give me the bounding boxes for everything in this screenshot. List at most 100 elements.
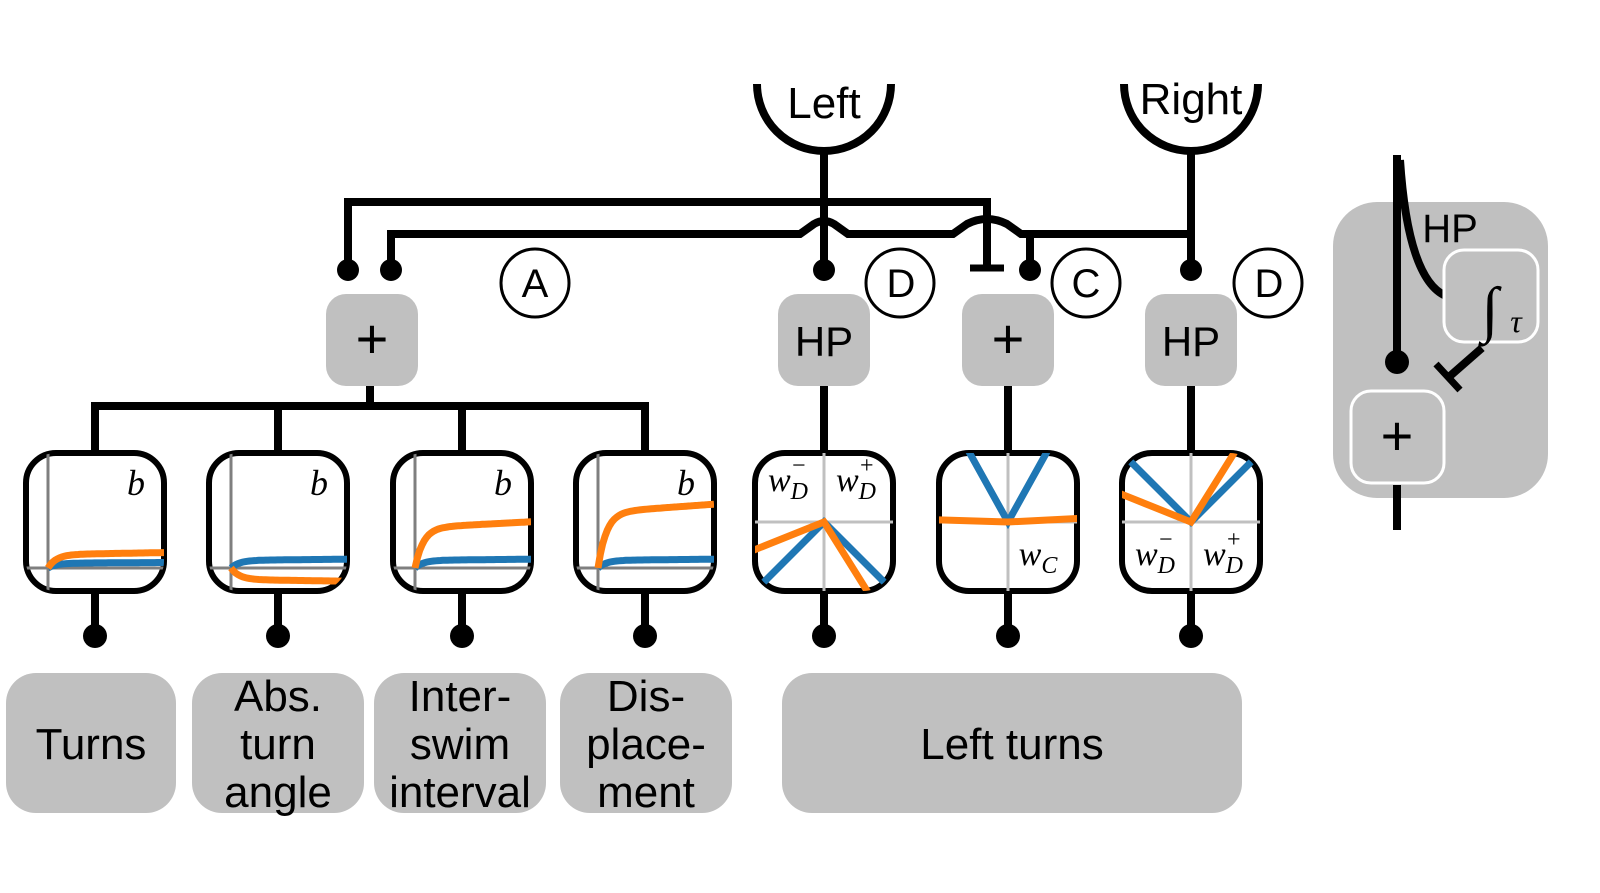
marker-D-left: D xyxy=(864,247,936,319)
operator-label: HP xyxy=(795,318,853,365)
output-box xyxy=(560,673,732,813)
plot-left-turns-d-left: wD− wD+ xyxy=(752,450,896,594)
output-box xyxy=(192,673,364,813)
curve-orange xyxy=(411,518,531,569)
synapse-dot xyxy=(813,259,835,281)
output-displacement: Dis-place-ment xyxy=(560,672,732,817)
output-label-line: Left turns xyxy=(920,720,1103,769)
nonlinearity-plots: b b b b wD− wD+ wC wD− wD+ xyxy=(23,450,1263,594)
wire-branch-bus xyxy=(91,402,649,452)
marker-label: C xyxy=(1072,262,1101,306)
curve-blue xyxy=(595,555,714,571)
wire-right-bus xyxy=(387,215,1191,268)
receptor-arc-left xyxy=(753,83,895,155)
integrator-box xyxy=(1442,248,1540,344)
synapse-dot xyxy=(1180,259,1202,281)
weight-label-plus: wD+ xyxy=(1203,527,1243,579)
marker-label: D xyxy=(1255,262,1284,306)
operator-label: HP xyxy=(1162,318,1220,365)
synapse-dot xyxy=(633,624,657,648)
plot-label: b xyxy=(127,463,145,503)
synapse-dot xyxy=(1019,259,1041,281)
input-left-label: Left xyxy=(787,79,860,128)
marker-label: D xyxy=(887,262,916,306)
output-box xyxy=(374,673,546,813)
hp-inset-sum-box xyxy=(1349,389,1446,485)
output-box xyxy=(6,673,176,813)
output-label-line: Turns xyxy=(36,720,147,769)
sum-operator-c: + xyxy=(962,294,1054,386)
curve-orange xyxy=(45,549,164,571)
output-label-line: place- xyxy=(586,720,706,769)
plot-label: b xyxy=(677,463,695,503)
input-right: Right xyxy=(1120,75,1262,155)
integral-icon: ∫ xyxy=(1478,276,1503,347)
output-label-line: turn xyxy=(240,720,316,769)
operator-box xyxy=(326,294,418,386)
plot-label: b xyxy=(494,463,512,503)
input-right-label: Right xyxy=(1140,75,1243,124)
weight-label-plus: wD+ xyxy=(836,453,876,505)
output-label-line: swim xyxy=(410,720,510,769)
plot-interswim-interval: b xyxy=(390,450,534,594)
marker-D-right: D xyxy=(1232,247,1304,319)
synapse-dot xyxy=(812,624,836,648)
output-label-line: Inter- xyxy=(409,672,512,721)
synapse-dot xyxy=(337,259,359,281)
output-label-line: Abs. xyxy=(234,672,322,721)
plot-left-turns-d-right: wD− wD+ xyxy=(1119,450,1263,594)
weight-label-minus: wD− xyxy=(768,453,808,505)
synapse-dot xyxy=(996,624,1020,648)
marker-C: C xyxy=(1050,247,1122,319)
synapse-dot xyxy=(450,624,474,648)
operator-box xyxy=(962,294,1054,386)
output-label-line: Dis- xyxy=(607,672,685,721)
marker-label: A xyxy=(522,262,549,306)
operator-label: + xyxy=(992,307,1025,370)
marker-circle xyxy=(864,247,936,319)
curve-orange xyxy=(228,565,347,585)
hp-inset-inhibit-wire xyxy=(1447,344,1485,380)
curve-orange xyxy=(755,517,893,591)
marker-circle xyxy=(1050,247,1122,319)
synapse-dot xyxy=(380,259,402,281)
curve-blue xyxy=(46,559,164,572)
plot-turns: b xyxy=(23,450,167,594)
output-turns: Turns xyxy=(6,673,176,813)
synapse-dot xyxy=(266,624,290,648)
curve-orange xyxy=(1122,453,1260,527)
sum-operator-main: + xyxy=(326,294,418,386)
weight-label-minus: wD− xyxy=(1135,527,1175,579)
hp-inset-title: HP xyxy=(1422,207,1478,251)
output-boxes: TurnsAbs.turnangleInter-swimintervalDis-… xyxy=(6,672,1242,817)
plot-displacement: b xyxy=(573,450,717,594)
hp-inset-sum-label: + xyxy=(1381,404,1414,467)
plot-label: b xyxy=(310,463,328,503)
hp-operator-right: HP xyxy=(1145,294,1237,386)
synapse-dot xyxy=(1179,624,1203,648)
operator-label: + xyxy=(356,307,389,370)
plot-left-turns-c: wC xyxy=(936,450,1080,594)
plot-abs-turn-angle: b xyxy=(206,450,350,594)
inhibitory-bar xyxy=(1433,361,1463,393)
curve-orange xyxy=(939,514,1077,526)
curve-blue xyxy=(412,555,531,571)
hp-inset: HP ∫ τ + xyxy=(1333,155,1548,530)
output-label-line: interval xyxy=(389,768,531,817)
output-box xyxy=(782,673,1242,813)
operator-box xyxy=(778,294,870,386)
operator-box xyxy=(1145,294,1237,386)
marker-A: A xyxy=(499,247,571,319)
wiring xyxy=(83,151,1203,648)
hp-inset-integrator-wire xyxy=(1396,159,1448,300)
synapse-dot xyxy=(83,624,107,648)
input-left: Left xyxy=(753,79,895,155)
integrator-variable: τ xyxy=(1510,303,1523,339)
output-label-line: angle xyxy=(224,768,332,817)
output-left-turns: Left turns xyxy=(782,673,1242,813)
curve-blue xyxy=(228,555,347,571)
wire-left-bus xyxy=(344,198,991,268)
